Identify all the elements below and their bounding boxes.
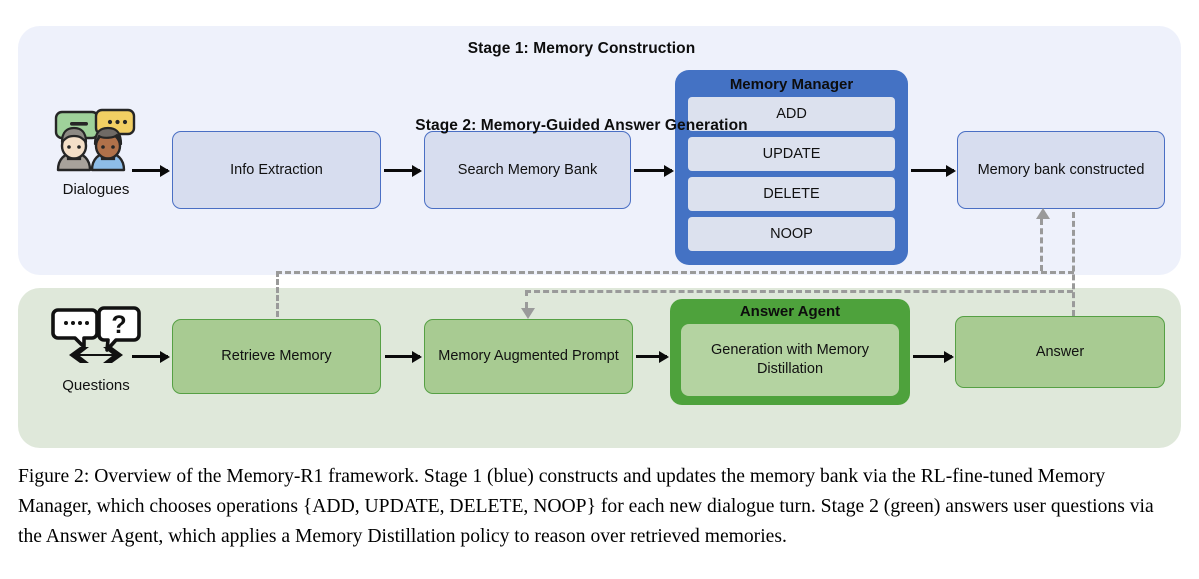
figure-caption: Figure 2: Overview of the Memory-R1 fram… [18,466,1154,547]
arrow-answer-agent-to-answer [913,355,952,358]
arrow-search-to-memory-manager [634,169,672,172]
node-retrieve-memory[interactable]: Retrieve Memory [172,319,381,394]
arrow-prompt-to-answer-agent [636,355,667,358]
dialogues-input-group: Dialogues [36,108,156,198]
memory-op-update[interactable]: UPDATE [688,137,895,171]
arrow-dialogues-to-info [132,169,168,172]
answer-agent-title: Answer Agent [739,303,841,320]
svg-text:?: ? [111,311,126,339]
stage-2-title: Stage 2: Memory-Guided Answer Generation [415,117,748,134]
dashed-memory-bank-bus-lower [525,290,1073,293]
dashed-arrow-to-memory-augmented-prompt [520,290,535,319]
memory-op-add[interactable]: ADD [688,97,895,131]
stage-1-title: Stage 1: Memory Construction [467,40,696,57]
answer-agent-panel[interactable]: Answer Agent Generation with Memory Dist… [670,299,910,405]
questions-icon: ? [51,306,141,363]
dialogues-label: Dialogues [62,181,130,198]
dashed-memory-bank-downlink [1072,212,1075,316]
dashed-arrow-to-memory-bank-constructed [1035,208,1050,271]
memory-manager-title: Memory Manager [729,76,854,93]
memory-manager-panel[interactable]: Memory Manager ADD UPDATE DELETE NOOP [675,70,908,265]
generation-with-memory-distillation[interactable]: Generation with Memory Distillation [681,324,899,396]
arrow-questions-to-retrieve [132,355,168,358]
dialogues-icon [54,108,136,172]
dashed-to-retrieve-memory [276,271,279,317]
figure-diagram: Stage 1: Memory Construction [0,0,1199,455]
arrow-info-to-search [384,169,420,172]
node-search-memory-bank[interactable]: Search Memory Bank [424,131,631,209]
questions-label: Questions [62,377,130,394]
node-memory-augmented-prompt[interactable]: Memory Augmented Prompt [424,319,633,394]
arrow-memory-manager-to-membank [911,169,954,172]
node-memory-bank-constructed[interactable]: Memory bank constructed [957,131,1165,209]
memory-op-delete[interactable]: DELETE [688,177,895,211]
dashed-memory-bank-bus [276,271,1074,274]
node-info-extraction[interactable]: Info Extraction [172,131,381,209]
arrow-retrieve-to-prompt [385,355,420,358]
node-answer[interactable]: Answer [955,316,1165,388]
questions-input-group: ? Questions [36,306,156,394]
memory-op-noop[interactable]: NOOP [688,217,895,251]
